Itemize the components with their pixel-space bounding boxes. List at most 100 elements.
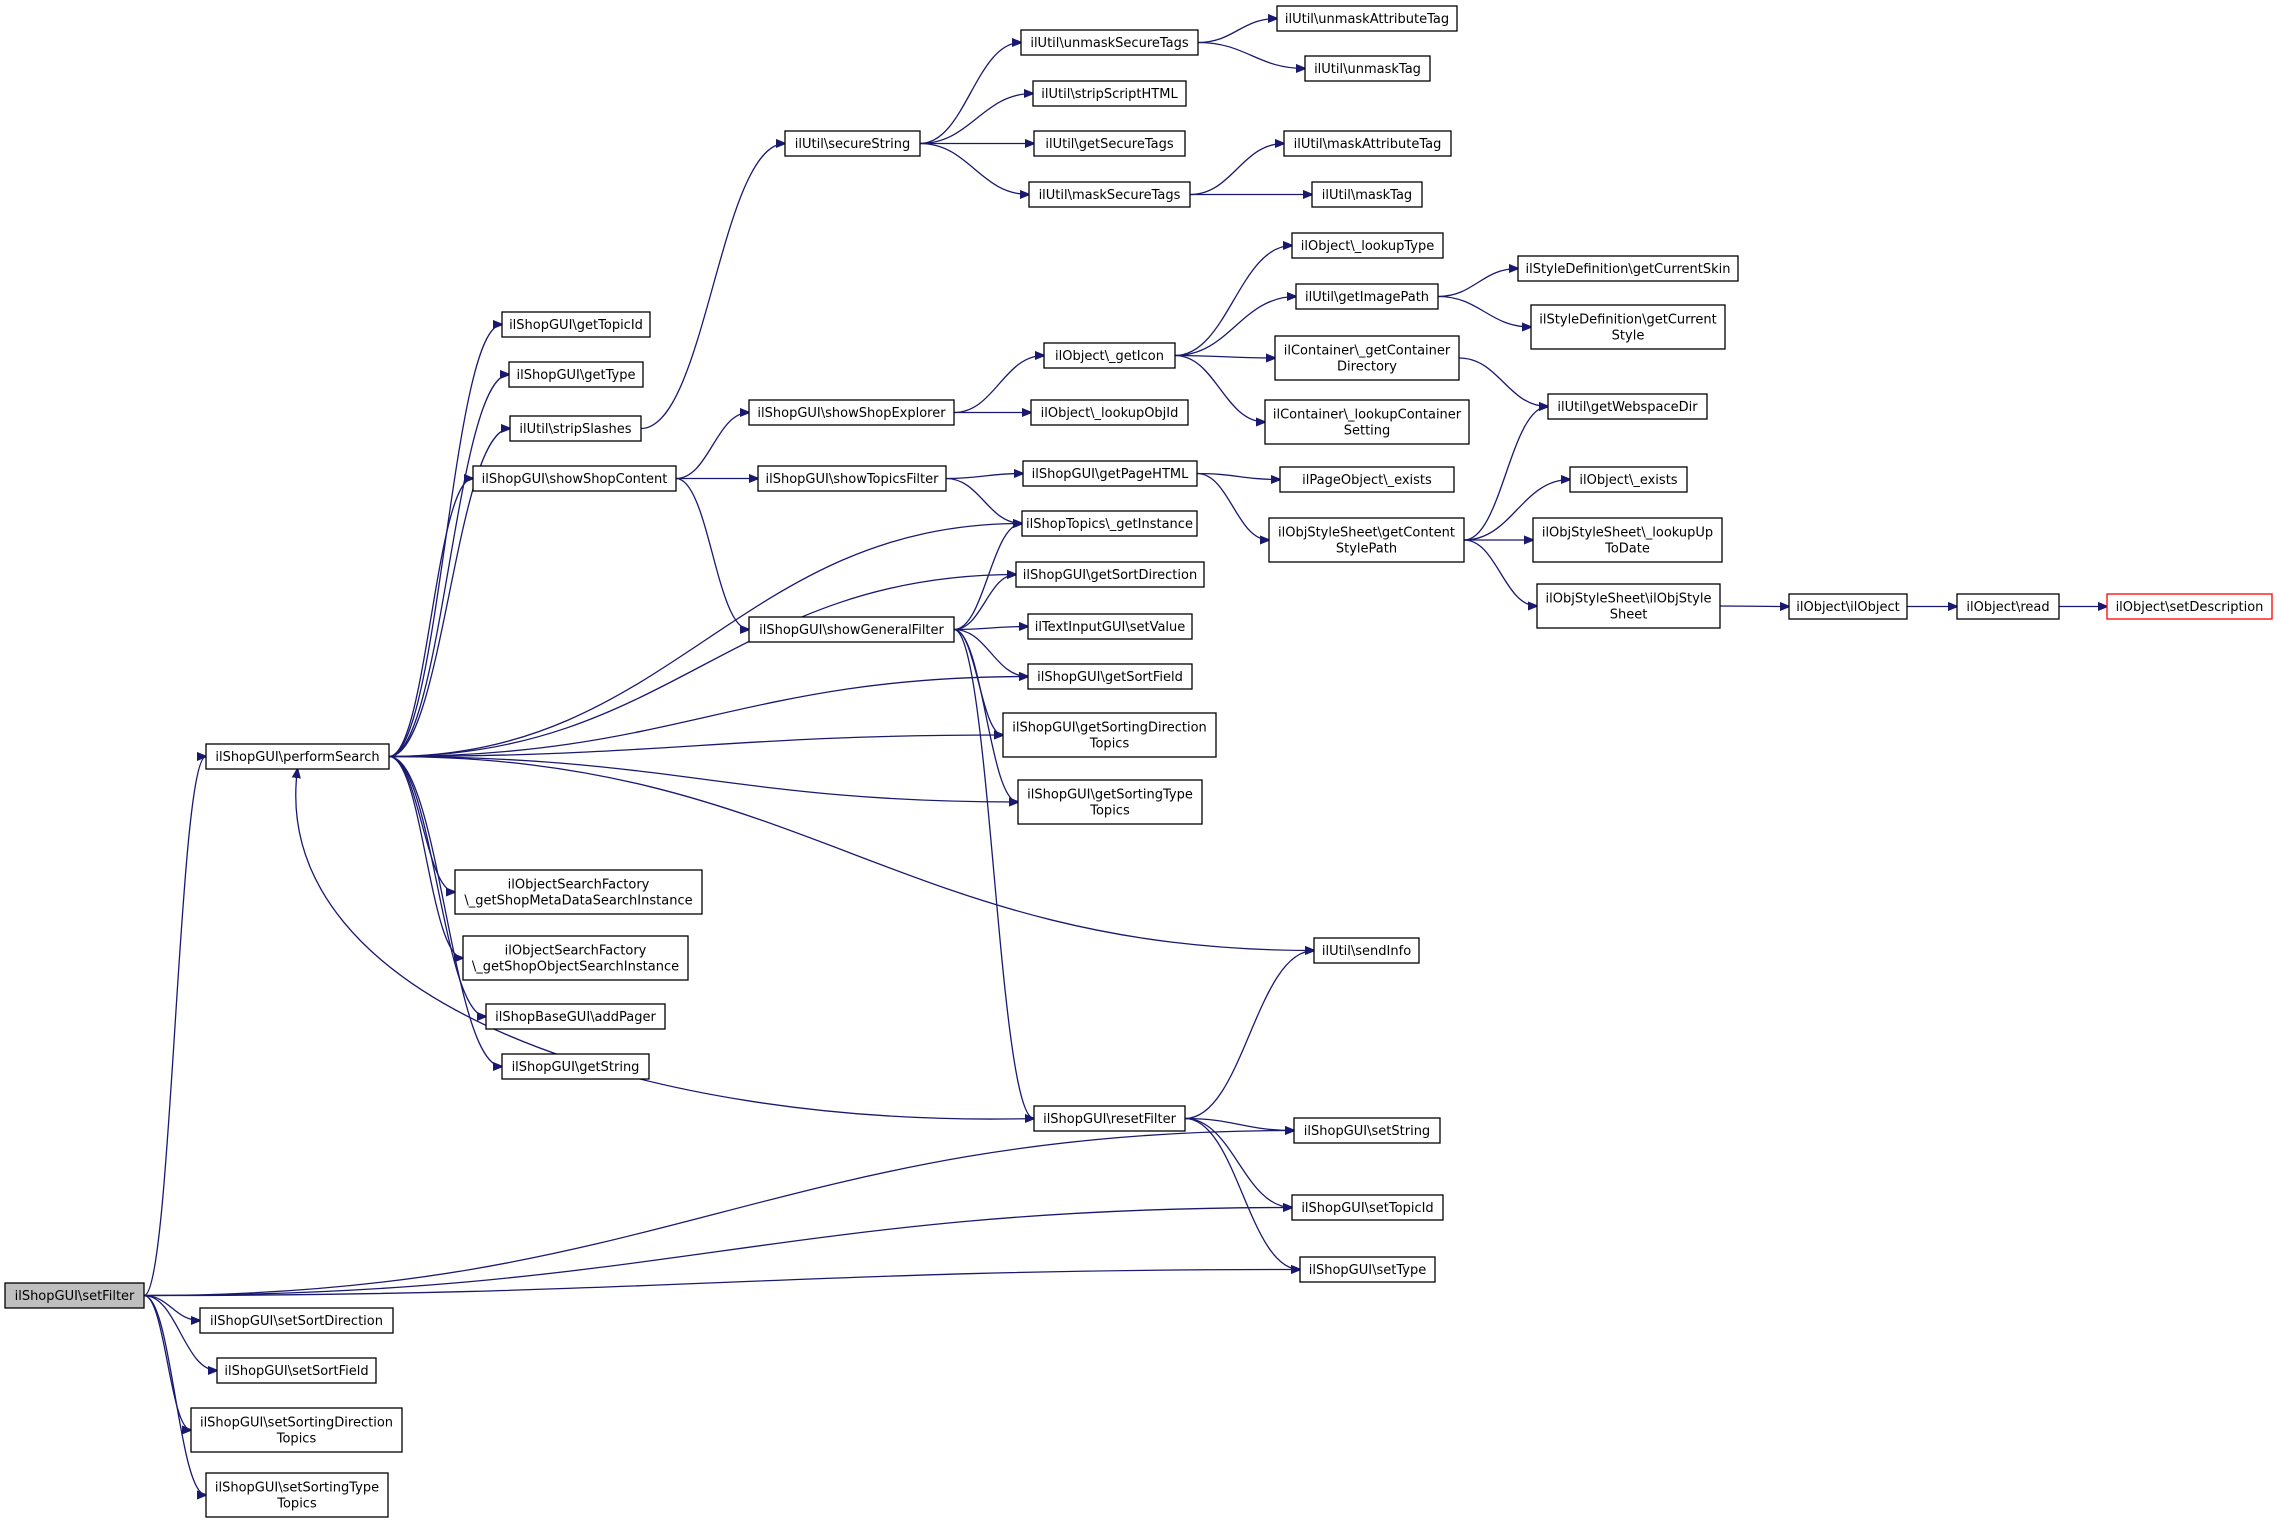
node-box <box>485 1003 666 1030</box>
edge-unmaskSecureTags-to-unmaskAttributeTag <box>1197 19 1277 44</box>
node-getWebspaceDir[interactable]: ilUtil\getWebspaceDir <box>1547 393 1708 420</box>
node-label: ilShopBaseGUI\addPager <box>495 1010 656 1025</box>
node-stripSlashes[interactable]: ilUtil\stripSlashes <box>509 415 642 442</box>
node-box <box>1311 181 1423 208</box>
edge-secureString-to-maskSecureTags <box>919 142 1029 195</box>
node-maskAttributeTag[interactable]: ilUtil\maskAttributeTag <box>1283 130 1452 157</box>
edge-showShopContent-to-showGeneralFilter <box>675 477 749 630</box>
node-label: ilShopGUI\getTopicId <box>509 318 643 333</box>
node-setValue[interactable]: ilTextInputGUI\setValue <box>1027 613 1193 640</box>
node-showGeneralFilter[interactable]: ilShopGUI\showGeneralFilter <box>748 616 955 643</box>
node-box <box>1569 466 1688 493</box>
node-label: ilUtil\getWebspaceDir <box>1557 400 1698 415</box>
node-showShopContent[interactable]: ilShopGUI\showShopContent <box>472 465 677 492</box>
node-read[interactable]: ilObject\read <box>1956 593 2060 620</box>
node-unmaskSecureTags[interactable]: ilUtil\unmaskSecureTags <box>1020 29 1199 56</box>
node-secureString[interactable]: ilUtil\secureString <box>784 130 921 157</box>
edge-getPageHTML-to-pageExists <box>1196 472 1280 480</box>
node-lookupType[interactable]: ilObject\_lookupType <box>1291 232 1444 259</box>
node-box <box>1033 1105 1186 1132</box>
node-label: ilShopGUI\getSortField <box>1037 670 1183 685</box>
node-getShopMetaDataSearchInstance[interactable]: ilObjectSearchFactory\_getShopMetaDataSe… <box>454 869 703 915</box>
node-label: ilShopGUI\showGeneralFilter <box>759 623 944 638</box>
edge-maskSecureTags-to-maskAttributeTag <box>1189 144 1284 196</box>
node-resetFilter[interactable]: ilShopGUI\resetFilter <box>1033 1105 1186 1132</box>
node-stripScriptHTML[interactable]: ilUtil\stripScriptHTML <box>1032 80 1187 107</box>
node-box <box>1304 55 1431 82</box>
node-setDescription[interactable]: ilObject\setDescription <box>2106 593 2273 620</box>
node-label: ilUtil\getSecureTags <box>1045 137 1173 152</box>
node-setFilter[interactable]: ilShopGUI\setFilter <box>4 1282 145 1309</box>
node-unmaskAttributeTag[interactable]: ilUtil\unmaskAttributeTag <box>1276 5 1458 32</box>
node-showShopExplorer[interactable]: ilShopGUI\showShopExplorer <box>748 399 955 426</box>
node-addPager[interactable]: ilShopBaseGUI\addPager <box>485 1003 666 1030</box>
node-label: ilObjectSearchFactory <box>508 878 650 893</box>
node-getTopicId[interactable]: ilShopGUI\getTopicId <box>501 311 651 338</box>
node-maskTag[interactable]: ilUtil\maskTag <box>1311 181 1423 208</box>
edge-getContentStylePath-to-ilObjStyleSheetCtor <box>1463 539 1537 606</box>
edge-getContentStylePath-to-getWebspaceDir <box>1463 407 1548 541</box>
node-getIcon[interactable]: ilObject\_getIcon <box>1043 342 1176 369</box>
node-getShopObjectSearchInstance[interactable]: ilObjectSearchFactory\_getShopObjectSear… <box>462 935 689 981</box>
node-box <box>1547 393 1708 420</box>
node-getSortDirection[interactable]: ilShopGUI\getSortDirection <box>1015 561 1205 588</box>
node-pageExists[interactable]: ilPageObject\_exists <box>1279 466 1455 493</box>
edge-getImagePath-to-getCurrentSkin <box>1437 269 1518 298</box>
node-box <box>1295 283 1439 310</box>
edge-resetFilter-to-performSearch <box>296 769 1035 1120</box>
node-label: ilShopGUI\getSortingDirection <box>1012 721 1207 736</box>
node-box <box>190 1407 403 1453</box>
edge-setFilter-to-setSortingDirectionTopics <box>143 1294 191 1431</box>
node-getSortField[interactable]: ilShopGUI\getSortField <box>1027 663 1193 690</box>
edge-performSearch-to-getSortingDirectionTopics <box>388 735 1003 758</box>
node-setType[interactable]: ilShopGUI\setType <box>1299 1256 1436 1283</box>
node-getCurrentSkin[interactable]: ilStyleDefinition\getCurrentSkin <box>1517 255 1739 282</box>
node-label: ilUtil\unmaskSecureTags <box>1030 36 1189 51</box>
node-unmaskTag[interactable]: ilUtil\unmaskTag <box>1304 55 1431 82</box>
node-label: ilUtil\maskTag <box>1322 188 1412 203</box>
node-box <box>508 361 644 388</box>
node-box <box>205 743 390 770</box>
node-ilObjectCtor[interactable]: ilObject\ilObject <box>1788 593 1908 620</box>
node-setSortDirection[interactable]: ilShopGUI\setSortDirection <box>199 1307 394 1334</box>
edge-unmaskSecureTags-to-unmaskTag <box>1197 41 1305 69</box>
node-label: ilUtil\getImagePath <box>1305 290 1429 305</box>
node-objectExists[interactable]: ilObject\_exists <box>1569 466 1688 493</box>
node-getImagePath[interactable]: ilUtil\getImagePath <box>1295 283 1439 310</box>
node-getType[interactable]: ilShopGUI\getType <box>508 361 644 388</box>
edge-getIcon-to-getContainerDirectory <box>1174 356 1275 359</box>
node-lookupObjId[interactable]: ilObject\_lookupObjId <box>1030 399 1189 426</box>
node-ilObjStyleSheetCtor[interactable]: ilObjStyleSheet\ilObjStyleSheet <box>1536 583 1721 629</box>
node-box <box>784 130 921 157</box>
node-getString[interactable]: ilShopGUI\getString <box>501 1053 650 1080</box>
node-label: ilContainer\_lookupContainer <box>1273 408 1462 423</box>
node-setTopicId[interactable]: ilShopGUI\setTopicId <box>1291 1194 1444 1221</box>
node-getSecureTags[interactable]: ilUtil\getSecureTags <box>1033 130 1186 157</box>
node-getPageHTML[interactable]: ilShopGUI\getPageHTML <box>1022 460 1198 487</box>
node-setString[interactable]: ilShopGUI\setString <box>1293 1117 1441 1144</box>
edge-showGeneralFilter-to-getSortDirection <box>953 575 1016 631</box>
node-setSortField[interactable]: ilShopGUI\setSortField <box>216 1357 377 1384</box>
node-sendInfo[interactable]: ilUtil\sendInfo <box>1313 937 1420 964</box>
node-maskSecureTags[interactable]: ilUtil\maskSecureTags <box>1028 181 1191 208</box>
node-getInstance[interactable]: ilShopTopics\_getInstance <box>1021 510 1198 537</box>
node-box <box>1002 712 1217 758</box>
node-performSearch[interactable]: ilShopGUI\performSearch <box>205 743 390 770</box>
edge-resetFilter-to-setType <box>1184 1117 1300 1270</box>
node-showTopicsFilter[interactable]: ilShopGUI\showTopicsFilter <box>757 465 947 492</box>
node-label: \_getShopMetaDataSearchInstance <box>464 894 692 909</box>
node-box <box>1021 510 1198 537</box>
node-box <box>1536 583 1721 629</box>
node-box <box>472 465 677 492</box>
node-label: ToDate <box>1604 542 1650 557</box>
node-label: ilShopGUI\getSortingType <box>1027 788 1193 803</box>
